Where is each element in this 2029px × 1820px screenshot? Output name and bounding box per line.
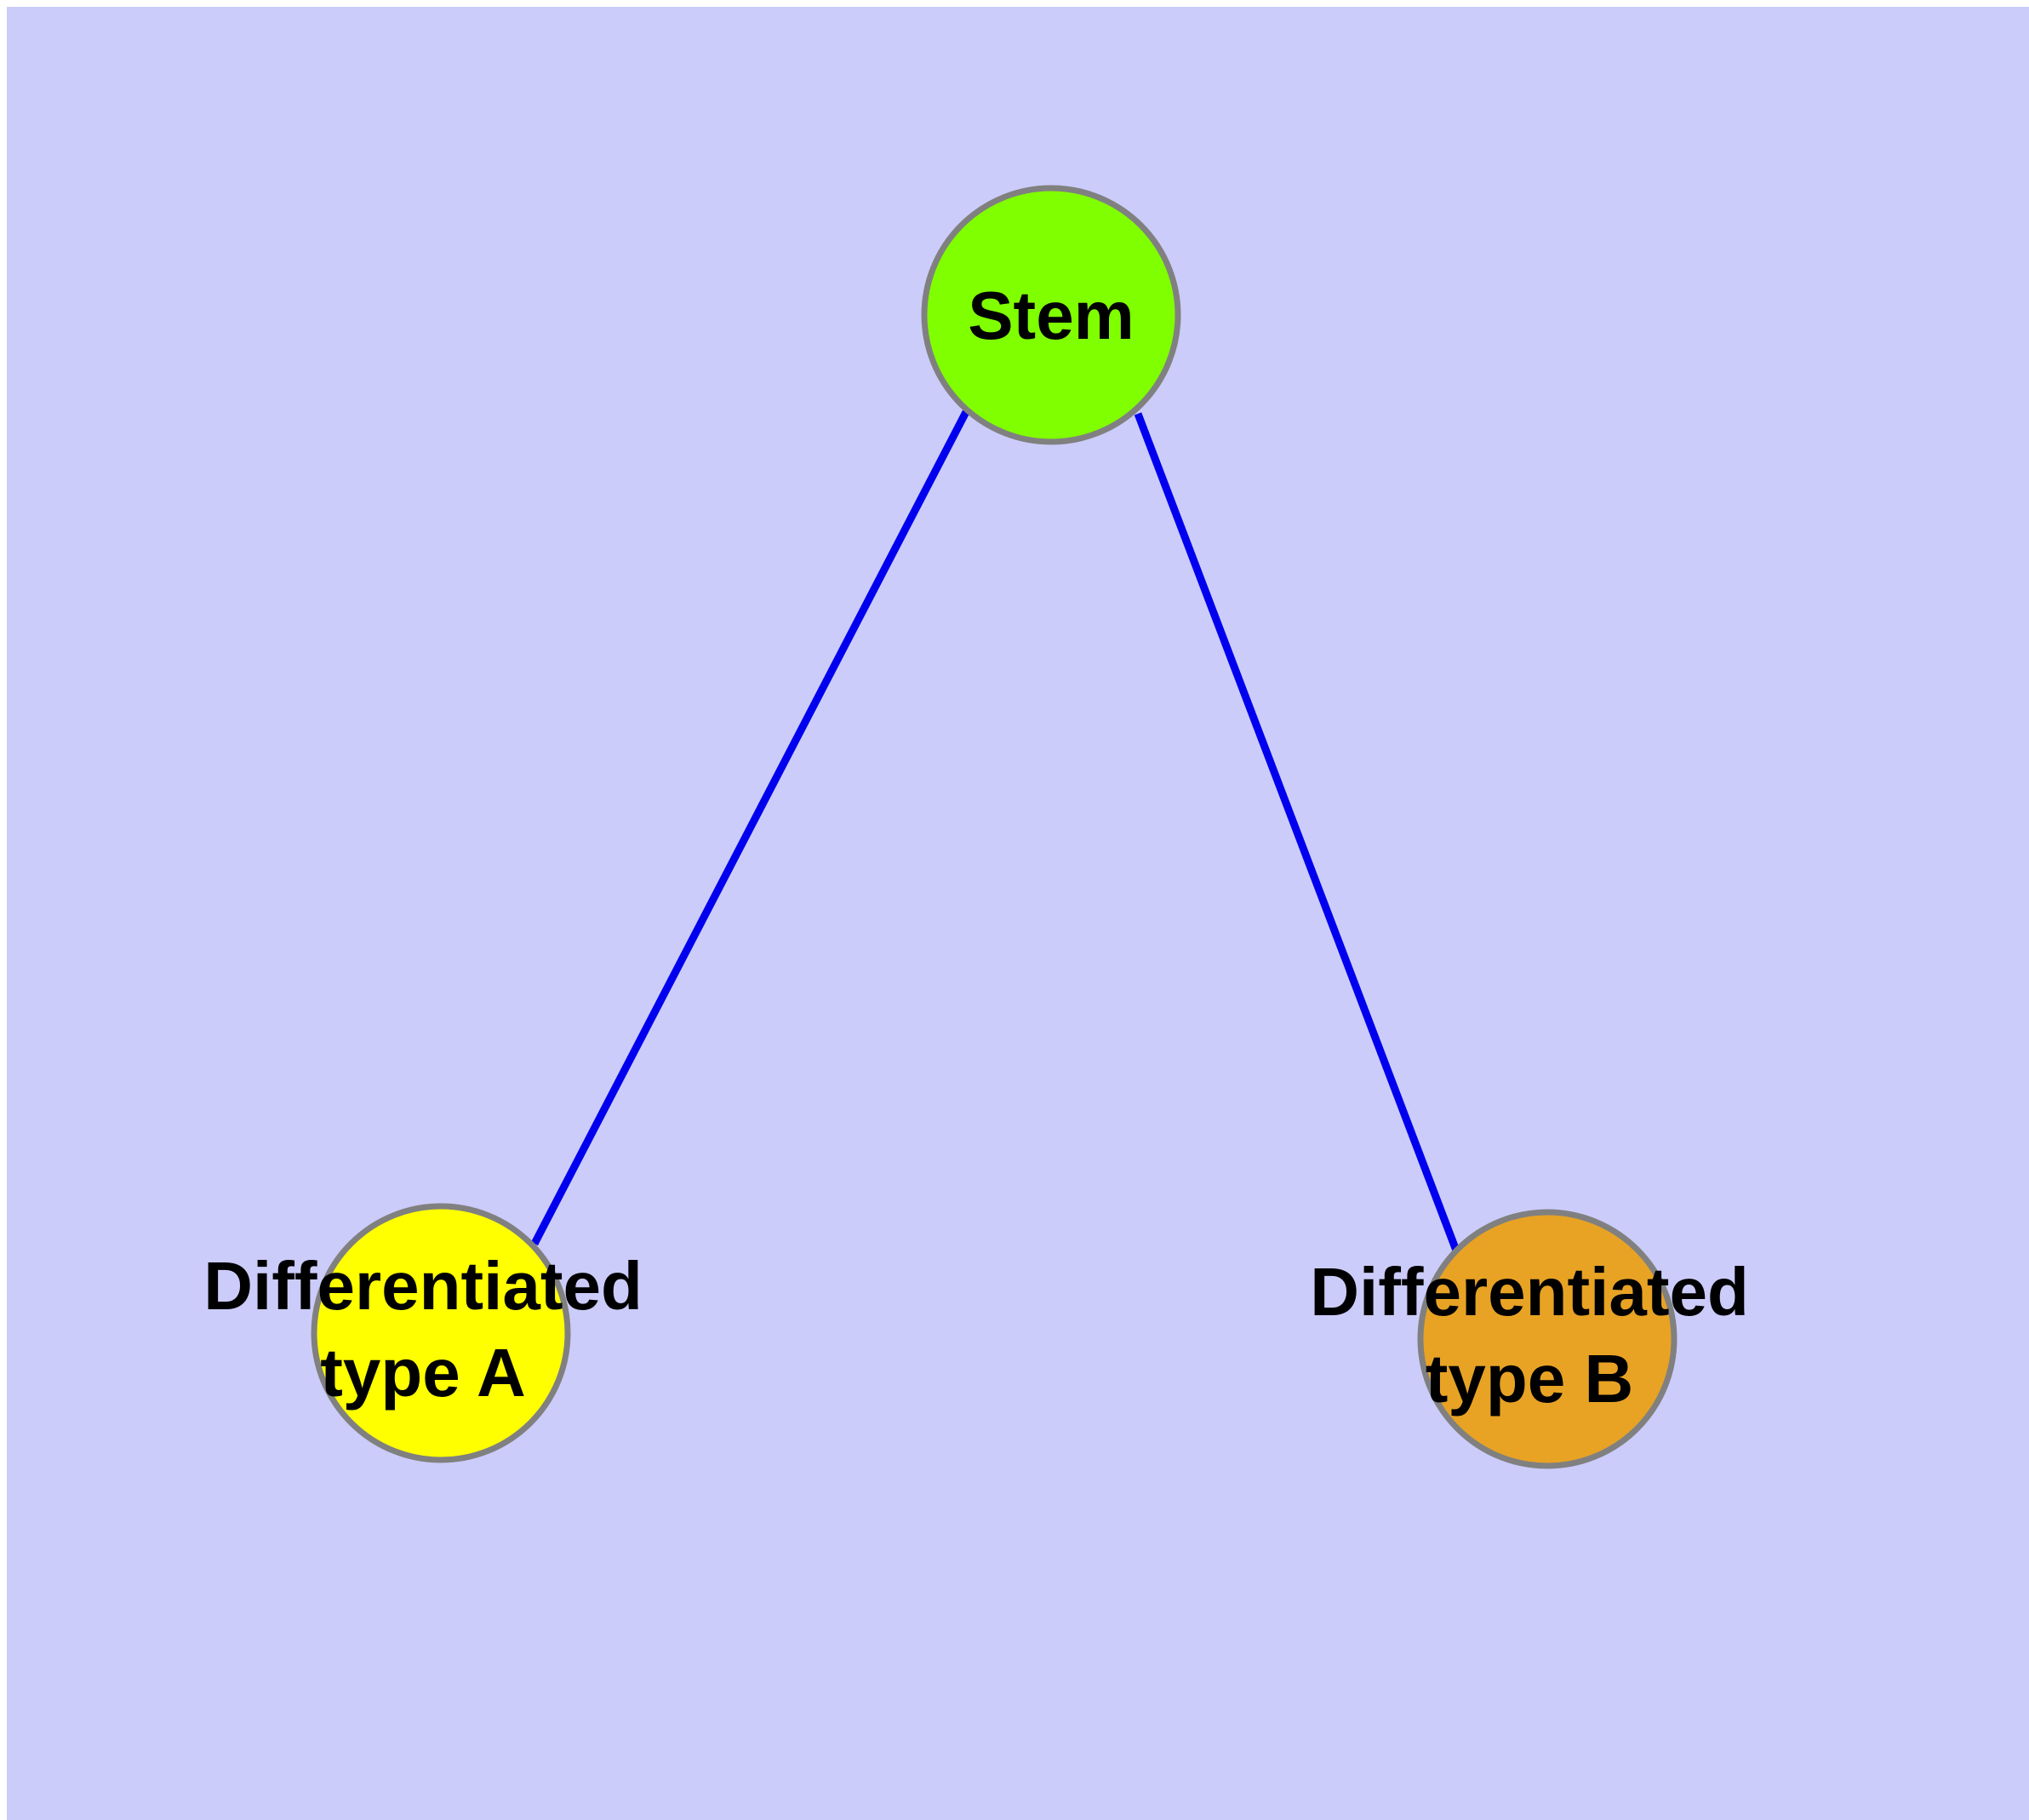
node-diff-b-label-line1: Differentiated <box>1310 1254 1749 1330</box>
edge-stem-to-diff-a[interactable] <box>531 409 969 1246</box>
node-diff-b-label-line2: type B <box>1426 1341 1634 1417</box>
node-diff-a-label-line2: type A <box>320 1335 526 1411</box>
edge-stem-to-diff-b[interactable] <box>1134 412 1460 1252</box>
node-stem-label-line1: Stem <box>968 278 1135 353</box>
node-stem[interactable]: Stem <box>921 185 1181 445</box>
node-diff-b[interactable]: Differentiated type B <box>1310 1209 1749 1469</box>
node-diff-a-label-line1: Differentiated <box>203 1248 643 1324</box>
node-diff-a-circle[interactable] <box>311 1203 571 1463</box>
edge-layer <box>531 409 1460 1252</box>
node-stem-circle[interactable] <box>921 185 1181 445</box>
node-diff-a[interactable]: Differentiated type A <box>203 1203 643 1463</box>
node-diff-b-circle[interactable] <box>1417 1209 1677 1469</box>
